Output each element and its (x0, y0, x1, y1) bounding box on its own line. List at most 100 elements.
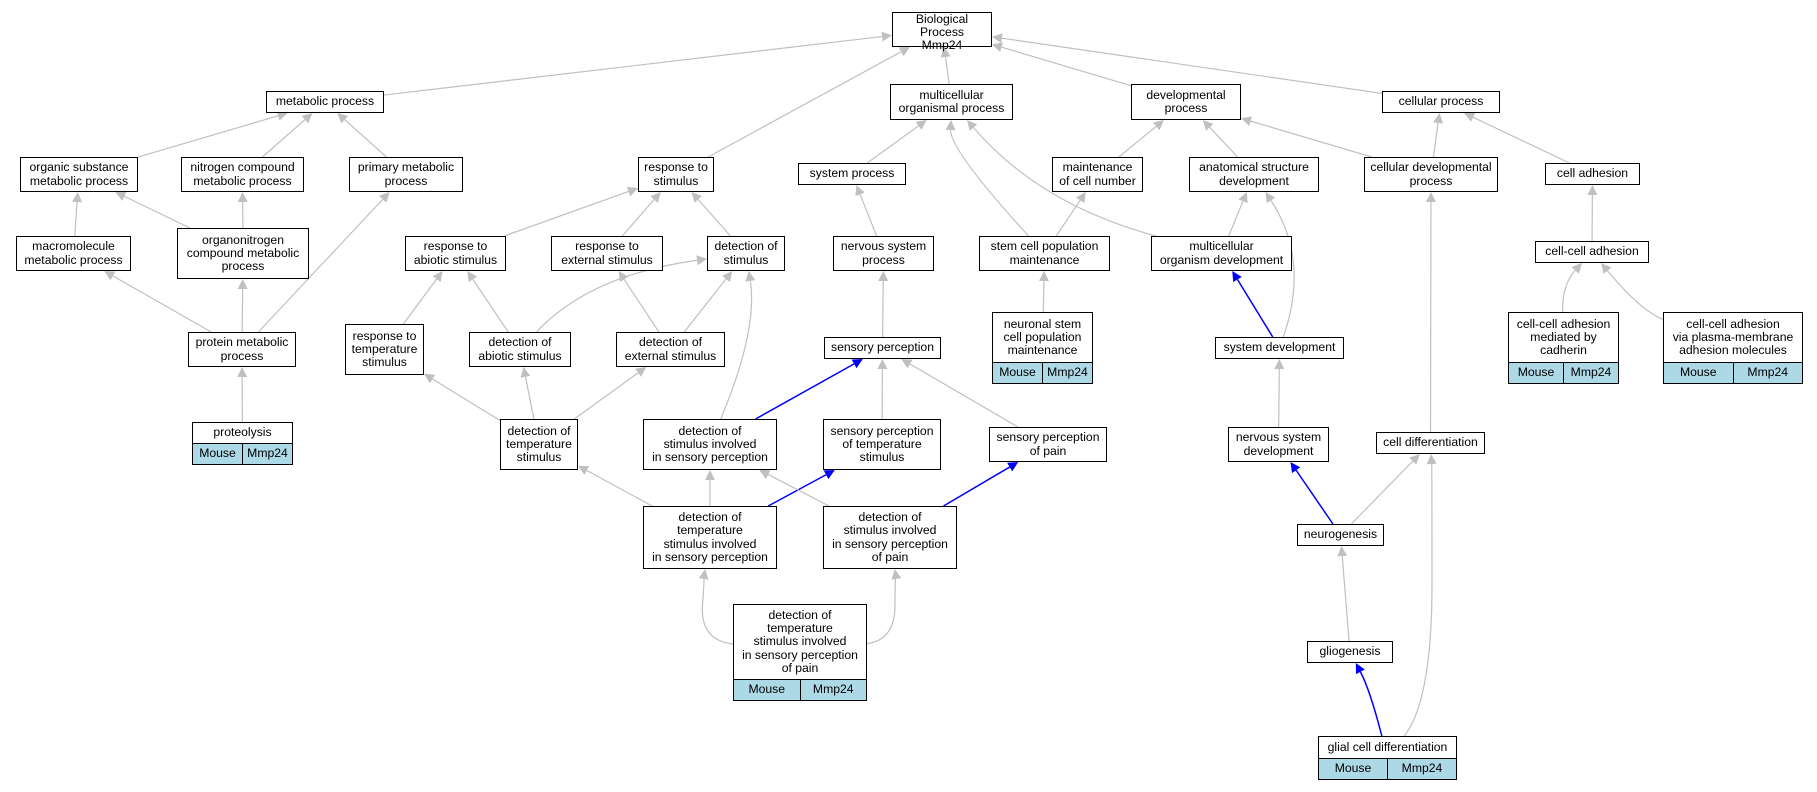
edge-line (586, 469, 653, 507)
go-term-osm[interactable]: organic substance metabolic process (20, 157, 138, 192)
arrowhead (1601, 263, 1612, 274)
edge-line (866, 576, 897, 645)
go-term-label: detection of external stimulus (624, 335, 717, 363)
edge-dexs-to-res (618, 271, 660, 333)
edge-line (909, 363, 1019, 428)
go-term-nscpm[interactable]: neuronal stem cell population maintenanc… (992, 312, 1093, 384)
go-term-label: macromolecule metabolic process (24, 239, 123, 267)
go-term-cp[interactable]: cellular process (1382, 91, 1500, 113)
arrowhead (1076, 192, 1086, 204)
go-term-sd[interactable]: system development (1215, 337, 1344, 359)
go-term-label: primary metabolic process (357, 160, 455, 188)
edge-line (950, 129, 1029, 237)
go-term-res[interactable]: response to external stimulus (551, 236, 663, 271)
annotation-gene: Mmp24 (799, 680, 866, 700)
arrowhead (237, 192, 248, 203)
go-term-sp[interactable]: system process (798, 163, 906, 185)
go-term-ocm[interactable]: organonitrogen compound metabolic proces… (177, 228, 309, 279)
edge-cdp-to-dp (1241, 116, 1373, 158)
edge-ras-to-rts (504, 186, 638, 237)
edge-dtsispp-to-dsispp (866, 569, 902, 645)
edge-dtsispp-to-dtsisp (698, 569, 734, 645)
go-term-cdp[interactable]: cellular developmental process (1364, 157, 1498, 192)
go-term-dos[interactable]: detection of stimulus (707, 236, 785, 271)
go-term-ca[interactable]: cell adhesion (1545, 163, 1640, 185)
arrowhead (104, 271, 116, 281)
edge-ccac-to-cca (1562, 263, 1582, 313)
go-term-mop[interactable]: multicellular organismal process (890, 84, 1013, 120)
go-term-bp[interactable]: Biological Process Mmp24 (892, 12, 992, 52)
arrowhead (650, 192, 661, 203)
go-term-dexs[interactable]: detection of external stimulus (616, 332, 725, 367)
go-term-ccap[interactable]: cell-cell adhesion via plasma-membrane a… (1663, 312, 1803, 384)
go-term-label: glial cell differentiation (1327, 739, 1448, 754)
go-term-nsd[interactable]: nervous system development (1228, 427, 1329, 462)
go-term-label: system process (809, 166, 895, 181)
go-term-label: system development (1223, 340, 1336, 355)
go-term-rtts[interactable]: response to temperature stimulus (345, 324, 424, 375)
go-term-dtsisp[interactable]: detection of temperature stimulus involv… (643, 506, 777, 569)
go-term-rts[interactable]: response to stimulus (638, 157, 714, 192)
go-term-dp[interactable]: developmental process (1131, 84, 1241, 120)
go-term-ras[interactable]: response to abiotic stimulus (405, 236, 506, 271)
go-term-spts[interactable]: sensory perception of temperature stimul… (823, 419, 941, 470)
go-term-ncm[interactable]: nitrogen compound metabolic process (181, 157, 304, 192)
edge-ocm-to-ncm (237, 192, 248, 229)
edge-prmp-to-ocm (237, 279, 248, 333)
arrowhead (1571, 263, 1582, 274)
edge-line (882, 280, 884, 338)
edge-dsispp-to-spp (943, 462, 1019, 507)
arrowhead (1038, 271, 1049, 282)
edge-line (536, 259, 698, 333)
edge-line (1118, 125, 1157, 158)
arrowhead (237, 367, 248, 378)
arrowhead (301, 113, 313, 124)
arrowhead (745, 271, 756, 282)
edge-cca-to-ca (1587, 185, 1598, 242)
go-term-asd[interactable]: anatomical structure development (1189, 157, 1319, 192)
edge-asd-to-dp (1202, 120, 1239, 158)
go-term-prmp[interactable]: protein metabolic process (188, 332, 296, 367)
edge-line (623, 279, 660, 333)
go-term-dtsispp[interactable]: detection of temperature stimulus involv… (733, 604, 867, 701)
edge-line (472, 278, 509, 333)
go-term-dsispp[interactable]: detection of stimulus involved in sensor… (823, 506, 957, 569)
go-term-scpm[interactable]: stem cell population maintenance (979, 236, 1110, 271)
go-term-pmp[interactable]: primary metabolic process (349, 157, 463, 192)
edge-ccap-to-cca (1601, 263, 1664, 320)
edge-line (767, 474, 830, 507)
arrowhead (1409, 454, 1420, 465)
go-term-ng[interactable]: neurogenesis (1297, 524, 1384, 546)
go-term-label: detection of stimulus involved in sensor… (652, 423, 768, 465)
go-term-dabs[interactable]: detection of abiotic stimulus (469, 332, 571, 367)
go-term-glg[interactable]: gliogenesis (1307, 641, 1393, 663)
go-term-spn[interactable]: sensory perception (824, 337, 941, 359)
go-term-mod[interactable]: multicellular organism development (1151, 236, 1292, 271)
edge-rtts-to-ras (402, 271, 443, 325)
edge-line (402, 278, 438, 325)
edge-gcd-to-cd (1403, 454, 1437, 737)
go-term-mcn[interactable]: maintenance of cell number (1052, 157, 1143, 192)
go-term-label: neurogenesis (1303, 527, 1378, 542)
edge-cdp-to-cp (1432, 113, 1444, 158)
go-term-cd[interactable]: cell differentiation (1376, 432, 1485, 454)
edge-dsispp-to-dsisp (759, 470, 830, 507)
arrowhead (877, 359, 888, 370)
go-term-mmp[interactable]: macromolecule metabolic process (16, 236, 131, 271)
go-term-dsisp[interactable]: detection of stimulus involved in sensor… (643, 419, 777, 470)
go-term-label: detection of temperature stimulus involv… (652, 510, 768, 564)
go-term-spp[interactable]: sensory perception of pain (989, 427, 1107, 462)
edge-line (697, 199, 731, 237)
edge-line (262, 119, 306, 158)
edge-line (504, 190, 629, 237)
go-term-dts[interactable]: detection of temperature stimulus (500, 419, 578, 470)
edge-line (1341, 555, 1350, 642)
go-term-nsp[interactable]: nervous system process (833, 236, 934, 271)
edge-cp-to-bp (992, 33, 1383, 95)
go-term-cca[interactable]: cell-cell adhesion (1535, 241, 1649, 263)
go-term-mp[interactable]: metabolic process (266, 91, 384, 113)
